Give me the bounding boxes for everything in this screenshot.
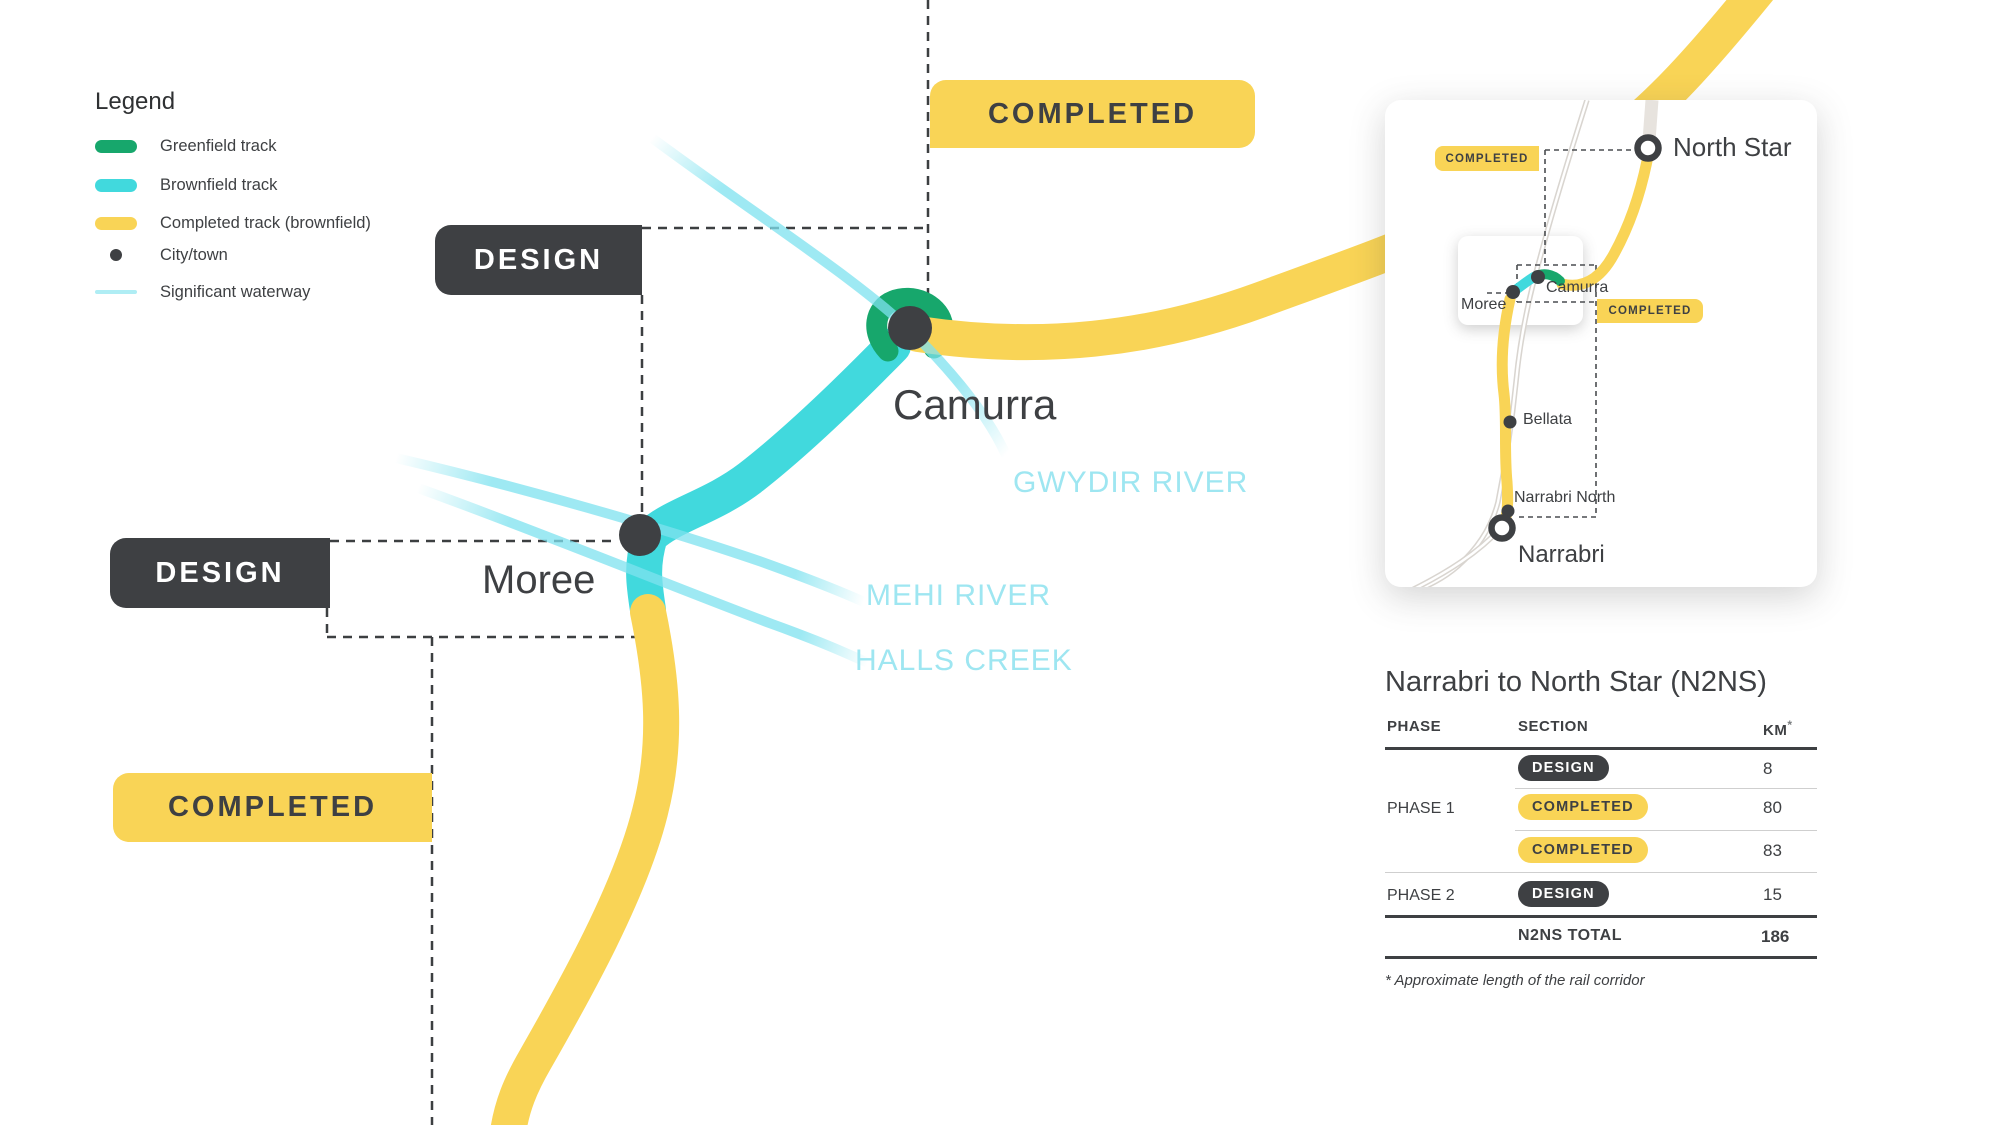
panel-footnote: * Approximate length of the rail corrido… [1385,972,1645,989]
section-badge-design: DESIGN [1518,755,1609,781]
inset-north-star-ring [1634,134,1662,162]
inset-completed-track-south [1496,293,1516,532]
total-rule-top [1385,915,1817,918]
inset-narrabri-ring [1488,514,1516,542]
column-header-phase: PHASE [1387,718,1442,735]
legend-item-waterway: Significant waterway [95,282,310,302]
waterway-swatch [95,290,137,294]
inset-completed-badge-top: COMPLETED [1435,146,1539,171]
mehi-river-line [391,453,869,607]
waterway-label-gwydir: GWYDIR RIVER [1013,466,1249,499]
brownfield-track-swatch [95,178,137,192]
phase-divider [1385,872,1817,873]
column-header-km: KM* [1763,718,1793,739]
inset-rail-band [1642,100,1659,142]
phase-label: PHASE 1 [1387,800,1455,817]
completed-track-swatch [95,216,137,230]
greenfield-track-swatch [95,139,137,153]
row-divider [1515,788,1817,789]
inset-label-camurra: Camurra [1546,279,1609,296]
section-badge-completed: COMPLETED [1518,794,1648,820]
inset-completed-track-north [1556,155,1653,291]
waterway-label-mehi: MEHI RIVER [866,579,1052,612]
legend-item-completed: Completed track (brownfield) [95,213,371,233]
km-value: 83 [1763,841,1782,860]
section-badge-design: DESIGN [1518,881,1609,907]
inset-label-north-star: North Star [1673,132,1792,162]
row-divider [1515,830,1817,831]
inset-map-canvas [1411,100,1662,587]
section-badge-completed: COMPLETED [1518,837,1648,863]
brownfield-track [626,328,911,628]
inset-label-moree: Moree [1461,296,1507,313]
phase-label: PHASE 2 [1387,887,1455,904]
inset-map-card: North Star Camurra Moree Bellata Narrabr… [1385,100,1817,587]
legend-title: Legend [95,88,176,115]
legend-item-city: City/town [95,245,228,265]
km-asterisk: * [1787,718,1793,732]
inset-label-narrabri: Narrabri [1518,541,1605,568]
summary-panel: Narrabri to North Star (N2NS) PHASE SECT… [1385,666,1818,1026]
town-label-moree: Moree [482,558,596,602]
section-boundary-dashes [325,0,930,1125]
header-rule [1385,747,1817,750]
inset-camurra-dot [1531,270,1545,284]
city-town-swatch [95,249,137,261]
legend-item-brownfield: Brownfield track [95,175,277,195]
waterway-label-halls: HALLS CREEK [855,644,1073,677]
inset-moree-dot [1506,285,1520,299]
completed-track-south [490,594,680,1125]
total-label: N2NS TOTAL [1518,927,1622,944]
column-header-section: SECTION [1518,718,1589,735]
design-badge-moree: DESIGN [110,538,330,608]
legend: Legend Greenfield track Brownfield track… [95,88,415,301]
design-badge-camurra: DESIGN [435,225,642,295]
km-value: 80 [1763,798,1782,817]
legend-item-greenfield: Greenfield track [95,136,276,156]
total-rule-bottom [1385,956,1817,959]
moree-town-dot [619,514,661,556]
inset-narrabri-north-dot [1501,504,1515,518]
km-value: 15 [1763,885,1782,904]
inset-completed-badge-mid: COMPLETED [1597,299,1703,323]
panel-title: Narrabri to North Star (N2NS) [1385,666,1767,698]
town-label-camurra: Camurra [893,381,1057,428]
total-km-value: 186 [1761,927,1790,946]
camurra-town-dot [888,306,932,350]
completed-badge-top: COMPLETED [930,80,1255,148]
inset-label-bellata: Bellata [1523,411,1572,428]
halls-creek-line [413,483,873,668]
completed-badge-bottom: COMPLETED [113,773,432,842]
km-value: 8 [1763,759,1773,778]
inset-label-narrabri-north: Narrabri North [1514,489,1616,506]
inset-bellata-dot [1503,415,1517,429]
